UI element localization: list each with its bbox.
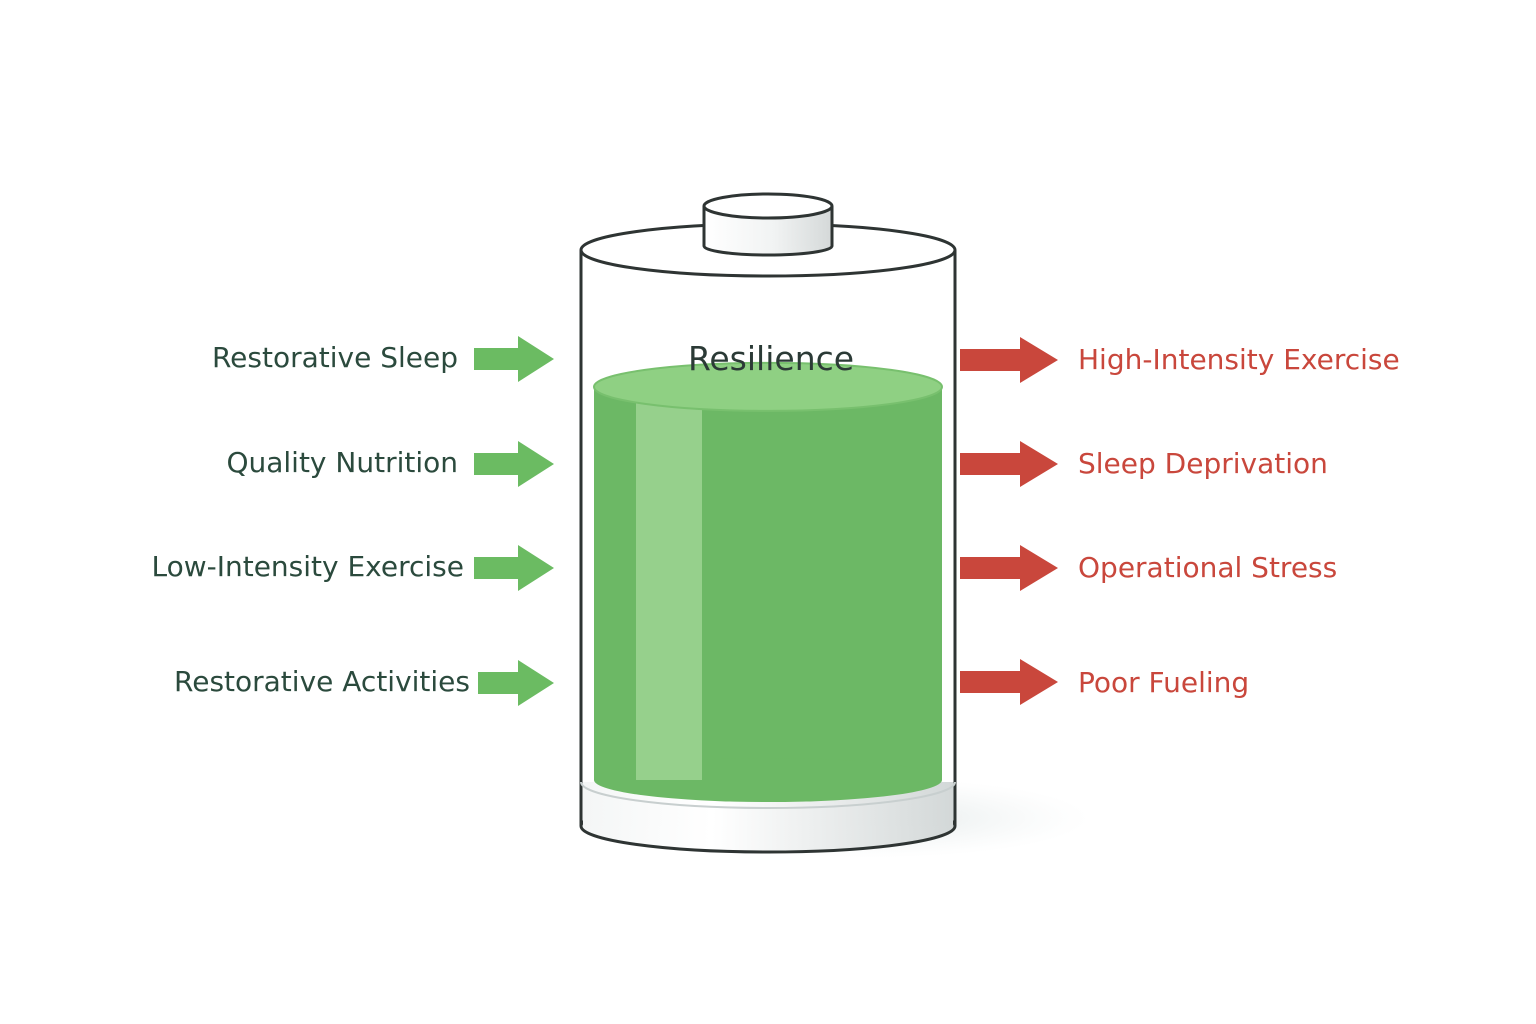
battery-terminal — [702, 192, 834, 257]
right-arrow-icon — [478, 660, 554, 706]
outflow-label: Operational Stress — [1078, 551, 1337, 584]
inflow-item: Quality Nutrition — [226, 441, 554, 487]
inflow-group: Restorative Sleep Quality Nutrition Low-… — [151, 336, 554, 706]
inflow-item: Low-Intensity Exercise — [151, 545, 554, 591]
right-arrow-icon — [474, 441, 554, 487]
inflow-item: Restorative Sleep — [212, 336, 554, 382]
outflow-label: High-Intensity Exercise — [1078, 343, 1400, 376]
inflow-label: Restorative Activities — [174, 665, 470, 698]
battery-title: Resilience — [688, 339, 854, 378]
right-arrow-icon — [960, 545, 1058, 591]
outflow-group: High-Intensity Exercise Sleep Deprivatio… — [960, 337, 1400, 705]
fill-top-surface — [593, 361, 943, 412]
inflow-label: Low-Intensity Exercise — [151, 550, 464, 583]
outflow-label: Poor Fueling — [1078, 666, 1249, 699]
inflow-label: Restorative Sleep — [212, 341, 458, 374]
battery-body — [579, 222, 957, 826]
inflow-item: Restorative Activities — [174, 660, 554, 706]
outflow-item: Sleep Deprivation — [960, 441, 1328, 487]
fill-highlight — [636, 386, 702, 780]
inflow-label: Quality Nutrition — [226, 446, 458, 479]
right-arrow-icon — [960, 441, 1058, 487]
outflow-item: High-Intensity Exercise — [960, 337, 1400, 383]
outflow-item: Poor Fueling — [960, 659, 1249, 705]
outflow-item: Operational Stress — [960, 545, 1337, 591]
right-arrow-icon — [474, 545, 554, 591]
battery-fill — [593, 361, 943, 802]
right-arrow-icon — [474, 336, 554, 382]
right-arrow-icon — [960, 337, 1058, 383]
right-arrow-icon — [960, 659, 1058, 705]
outflow-label: Sleep Deprivation — [1078, 447, 1328, 480]
